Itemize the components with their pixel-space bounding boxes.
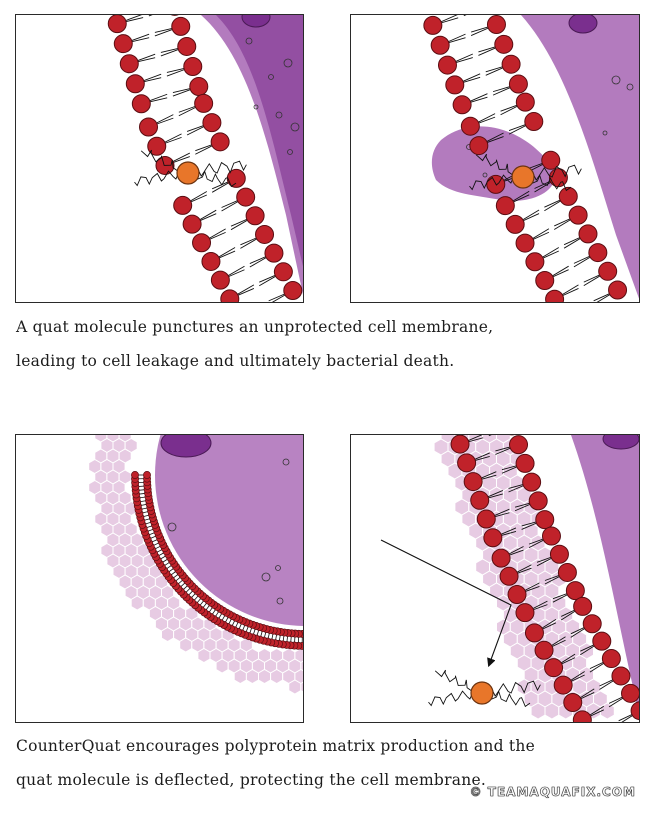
panel-unprotected-puncture — [15, 14, 304, 303]
panel-unprotected-leakage — [350, 14, 640, 303]
caption-protected-line1: CounterQuat encourages polyprotein matri… — [16, 737, 536, 755]
panel-quat-deflected — [350, 434, 640, 723]
quat-molecule — [428, 669, 541, 708]
cytoplasm — [201, 15, 303, 295]
caption-unprotected-line2: leading to cell leakage and ultimately b… — [16, 352, 455, 370]
deflection-arrow — [380, 539, 512, 668]
watermark-logo: © TEAMAQUAFIX.COM — [469, 785, 636, 800]
cytoplasm — [155, 435, 303, 626]
lipid-heads — [450, 435, 639, 722]
cytoplasm — [571, 435, 639, 715]
membrane-puncture-illustration — [107, 15, 303, 302]
cytoplasm — [521, 15, 639, 299]
protected-cell-illustration — [88, 435, 303, 695]
caption-protected-line2: quat molecule is deflected, protecting t… — [16, 771, 487, 789]
lipid-heads — [107, 15, 303, 302]
caption-unprotected-line1: A quat molecule punctures an unprotected… — [16, 318, 494, 336]
panel-protected-cell — [15, 434, 304, 723]
quat-molecule — [134, 149, 247, 188]
caption-unprotected: A quat molecule punctures an unprotected… — [16, 310, 641, 378]
polyprotein-matrix — [88, 435, 303, 695]
cell-membrane — [131, 471, 303, 650]
caption-protected: CounterQuat encourages polyprotein matri… — [16, 729, 641, 797]
quat-molecule — [469, 153, 582, 192]
quat-deflection-illustration — [380, 435, 639, 722]
membrane-leakage-illustration — [423, 15, 639, 302]
